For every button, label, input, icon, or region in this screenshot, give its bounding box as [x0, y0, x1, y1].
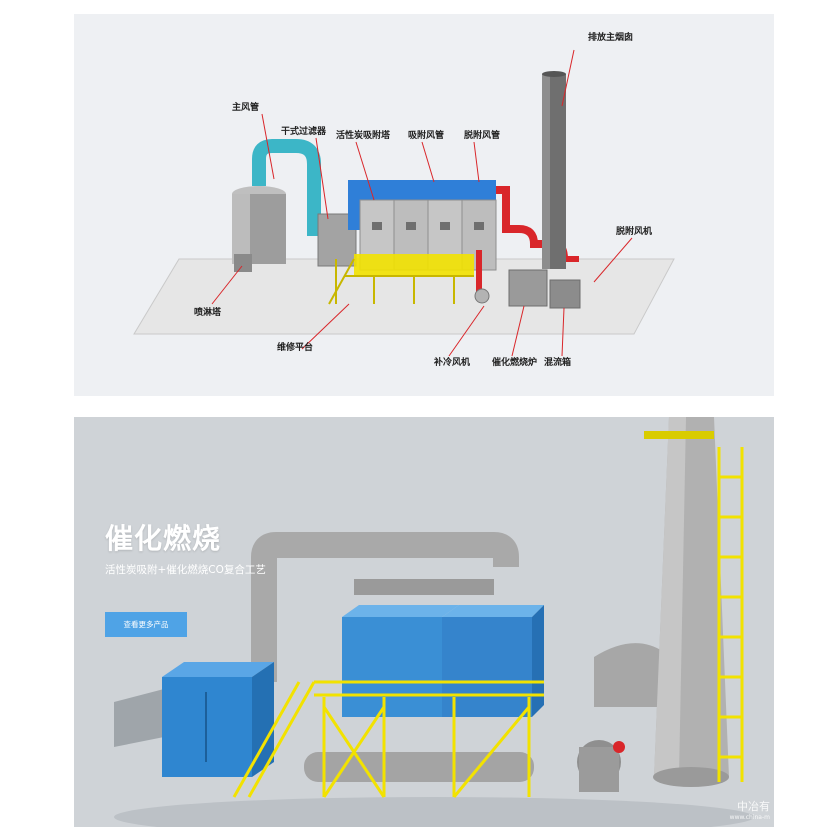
watermark-url: www.china-m [729, 814, 770, 821]
cylinder-bottom [304, 752, 534, 782]
process-diagram: 主风管 干式过滤器 活性炭吸附塔 吸附风管 脱附风管 排放主烟囱 脱附风机 喷淋… [74, 14, 774, 396]
label-exhaust-stack: 排放主烟囱 [588, 31, 633, 43]
adsorption-duct-blue [348, 180, 496, 200]
label-desorption-fan: 脱附风机 [616, 225, 652, 237]
leader-lines [211, 49, 633, 357]
yellow-platform [232, 680, 544, 798]
chimney [644, 417, 729, 787]
cooling-fan [474, 288, 490, 304]
main-duct [252, 139, 330, 236]
label-platform: 维修平台 [277, 341, 313, 353]
view-more-products-button[interactable]: 查看更多产品 [105, 612, 187, 637]
label-adsorption-duct: 吸附风管 [408, 129, 444, 141]
exhaust-stack [542, 71, 579, 269]
process-diagram-svg: 主风管 干式过滤器 活性炭吸附塔 吸附风管 脱附风管 排放主烟囱 脱附风机 喷淋… [133, 31, 675, 368]
fan-unit [577, 643, 664, 792]
label-mixing-box: 混流箱 [544, 356, 571, 368]
label-dry-filter: 干式过滤器 [281, 125, 327, 137]
label-catalytic-furnace: 催化燃烧炉 [492, 356, 537, 368]
hero-banner: 催化燃烧 活性炭吸附+催化燃烧CO复合工艺 查看更多产品 中冶有 www.chi… [74, 417, 774, 827]
watermark-text: 中冶有 [737, 800, 770, 813]
hero-illustration [114, 417, 754, 827]
catalytic-furnace [508, 269, 548, 307]
chimney-ladder [717, 447, 744, 782]
maintenance-platform [328, 254, 474, 305]
spray-tower [232, 186, 286, 272]
overhead-duct [251, 532, 519, 682]
label-carbon-tower: 活性炭吸附塔 [336, 129, 391, 141]
filter-box [114, 662, 274, 777]
hero-subtitle: 活性炭吸附+催化燃烧CO复合工艺 [105, 564, 266, 576]
watermark: 中冶有 www.china-m [730, 798, 770, 821]
label-cooling-fan: 补冷风机 [433, 356, 470, 368]
adsorption-towers [342, 605, 544, 717]
hero-title: 催化燃烧 [105, 522, 222, 555]
label-spray-tower: 喷淋塔 [194, 306, 222, 318]
label-desorption-duct: 脱附风管 [464, 129, 500, 141]
label-main-duct: 主风管 [232, 101, 259, 113]
mixing-box [549, 279, 581, 309]
